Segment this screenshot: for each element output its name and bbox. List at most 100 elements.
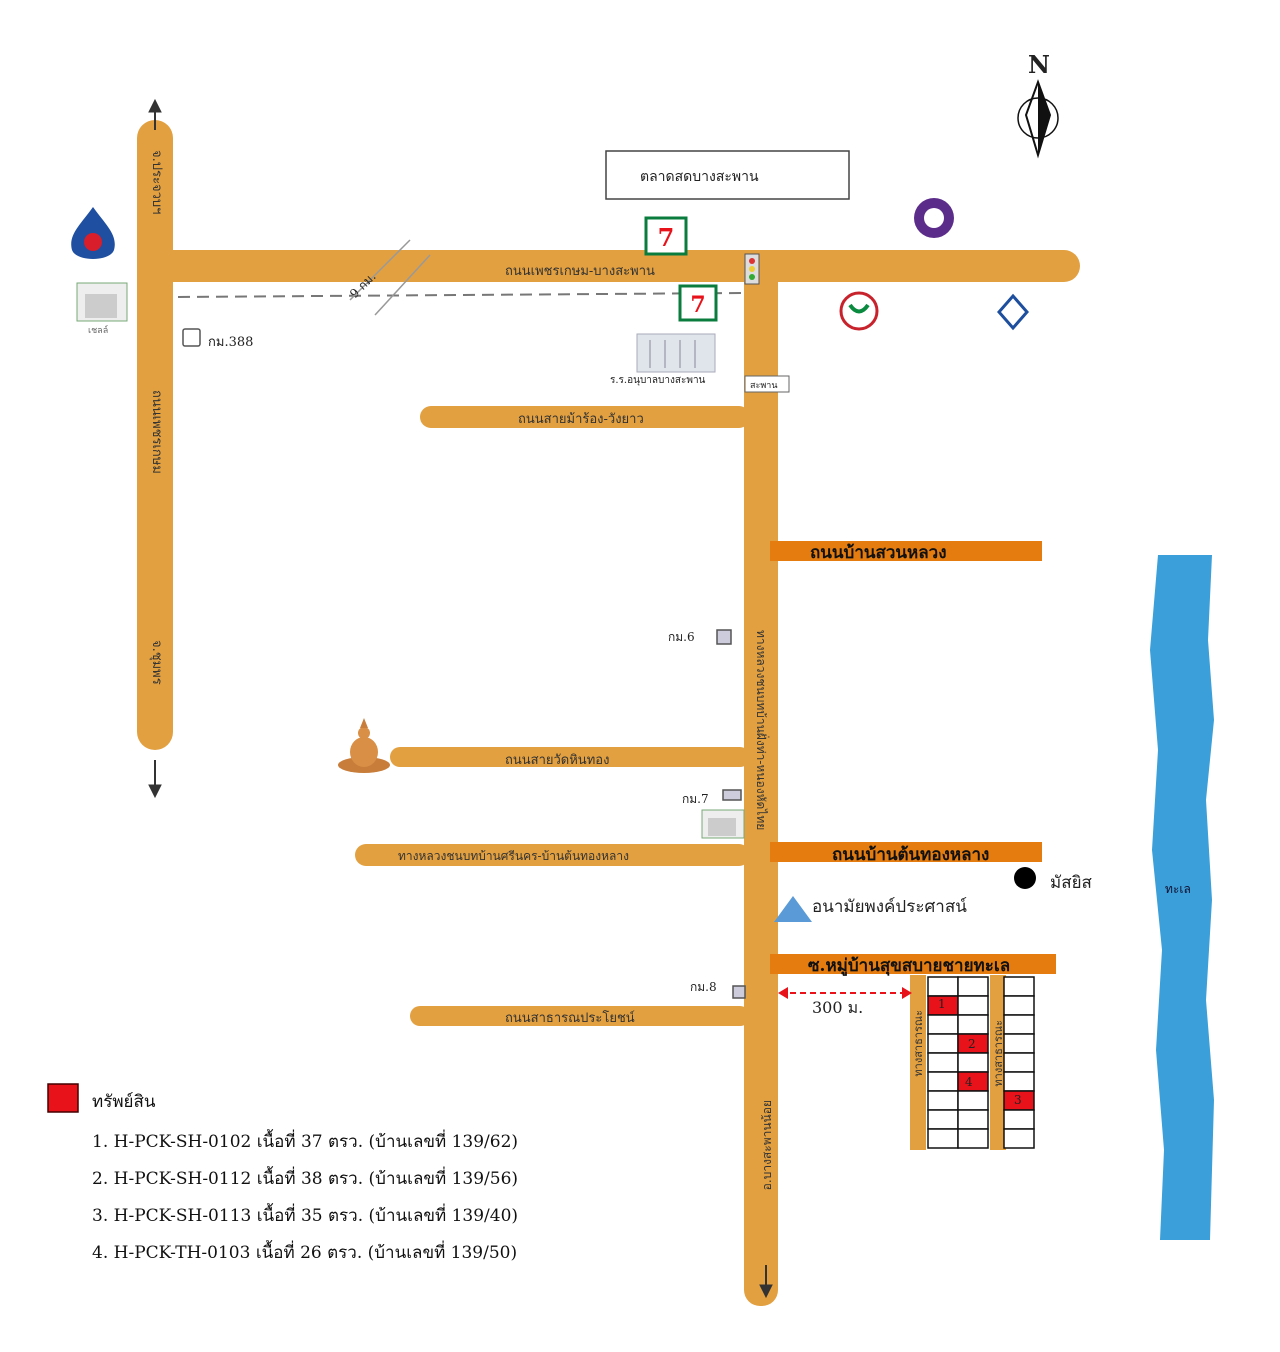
svg-text:7: 7 [690, 292, 705, 318]
distance-300m-label: 300 ม. [812, 998, 864, 1017]
road-public-benefit-label: ถนนสาธารณประโยชน์ [505, 1011, 635, 1026]
legend-asset-swatch [47, 1083, 79, 1113]
railway-line [177, 292, 745, 298]
plot [927, 1052, 959, 1073]
km-marker-icon [182, 328, 201, 347]
left-mid-label: ถนนเพชรเกษม [149, 390, 164, 474]
public-way-1-label: ทางสาธารณะ [912, 1010, 925, 1077]
plot [1003, 1033, 1035, 1054]
plot [1003, 1109, 1035, 1130]
sea-label: ทะเล [1165, 882, 1191, 896]
km-marker-icon [722, 789, 742, 801]
plot-2-label: 2 [968, 1037, 976, 1051]
road-wat-hinthong [390, 747, 750, 767]
arrow-icon [148, 98, 773, 1299]
buddha-temple-icon [338, 718, 390, 773]
gas-station-icon [701, 809, 745, 839]
road-public-benefit [410, 1006, 750, 1026]
road-tonthonglang-label: ถนนบ้านต้นทองหลาง [832, 845, 990, 865]
mosque-dot-icon [1014, 867, 1036, 889]
market-box [605, 150, 850, 200]
legend-item: 4. H-PCK-TH-0103 เนื้อที่ 26 ตรว. (บ้านเ… [92, 1243, 518, 1263]
scb-bank-icon [914, 198, 954, 238]
north-label: N [1028, 50, 1050, 79]
plot [1003, 1052, 1035, 1073]
public-way-2-label: ทางสาธารณะ [992, 1020, 1005, 1087]
krungthai-bank-icon [997, 293, 1029, 331]
km388-label: กม.388 [208, 335, 254, 350]
plot [927, 1033, 959, 1054]
plot-3-label: 3 [1014, 1093, 1022, 1107]
road-public-way-2 [990, 975, 1006, 1150]
clinic-triangle-icon [774, 896, 812, 922]
road-main-horizontal [137, 250, 1080, 282]
plot [1003, 976, 1035, 997]
north-arrow-icon [1017, 79, 1059, 159]
km7-label: กม.7 [682, 792, 709, 806]
km-marker-icon [732, 985, 746, 999]
plot [957, 1052, 989, 1073]
road-suanluang [770, 541, 1042, 561]
road-main-vertical-label: ทางหลวงชนบทบ้านฝั่งท่า-หนองหัดไทย [754, 630, 768, 831]
plot-1-label: 1 [938, 997, 946, 1011]
traffic-light-icon [744, 253, 760, 285]
mosque-label: มัสยิส [1050, 873, 1092, 893]
market-label: ตลาดสดบางสะพาน [640, 169, 759, 185]
plot [957, 1109, 989, 1130]
school-building-icon [636, 333, 716, 373]
km8-label: กม.8 [690, 980, 717, 994]
bridge-sign-box [744, 375, 790, 393]
road-public-way-1 [910, 975, 926, 1150]
left-bottom-label: จ.ชุมพร [149, 640, 164, 685]
ptt-logo-icon [71, 207, 115, 259]
school-label: ร.ร.อนุบาลบางสะพาน [610, 375, 706, 386]
plot [927, 1071, 959, 1092]
bottom-vertical-label: อ.บางสะพานน้อย [760, 1100, 774, 1191]
left-top-label: จ.ประจวบฯ [149, 150, 164, 215]
kbank-icon [839, 291, 879, 331]
asset-plot [957, 1071, 989, 1092]
legend-title: ทรัพย์สิน [92, 1092, 156, 1112]
svg-text:7: 7 [658, 223, 675, 252]
km6-label: กม.6 [668, 630, 695, 644]
plot [957, 976, 989, 997]
clinic-label: อนามัยพงค์ประศาสน์ [812, 897, 967, 917]
road-wat-hinthong-label: ถนนสายวัดหินทอง [505, 753, 610, 768]
plot [957, 995, 989, 1016]
plot [927, 976, 959, 997]
plot [957, 1128, 989, 1149]
plot [927, 1109, 959, 1130]
plot [927, 1090, 959, 1111]
legend-item: 1. H-PCK-SH-0102 เนื้อที่ 37 ตรว. (บ้านเ… [92, 1132, 519, 1152]
km-marker-icon [716, 629, 732, 645]
plot [927, 1128, 959, 1149]
road-saimaarong-label: ถนนสายม้าร้อง-วังยาว [518, 412, 644, 427]
legend-item: 2. H-PCK-SH-0112 เนื้อที่ 38 ตรว. (บ้านเ… [92, 1169, 519, 1189]
plot-grid [927, 976, 1035, 1149]
road-saimaarong [420, 406, 750, 428]
sea [1150, 555, 1214, 1240]
plot [1003, 1128, 1035, 1149]
road-main-horizontal-label: ถนนเพชรเกษม-บางสะพาน [505, 264, 655, 279]
road-village-label: ซ.หมู่บ้านสุขสบายชายทะเล [808, 956, 1011, 976]
road-srinakorn-label: ทางหลวงชนบทบ้านศรีนคร-บ้านต้นทองหลาง [398, 849, 629, 863]
plot [927, 1014, 959, 1035]
bridge-sign-label: สะพาน [750, 381, 778, 391]
plot [1003, 995, 1035, 1016]
plot [957, 1090, 989, 1111]
plot-4-label: 4 [965, 1075, 973, 1089]
plot [1003, 1014, 1035, 1035]
seven-eleven-icon [644, 216, 688, 256]
legend-item: 3. H-PCK-SH-0113 เนื้อที่ 35 ตรว. (บ้านเ… [92, 1206, 519, 1226]
gas-station-label: เชลล์ [88, 326, 109, 336]
road-srinakorn [355, 844, 750, 866]
seven-eleven-icon [678, 284, 718, 322]
road-village [770, 954, 1056, 974]
plot [957, 1014, 989, 1035]
plot [1003, 1071, 1035, 1092]
road-main-vertical [744, 258, 778, 1306]
gas-station-icon [76, 282, 128, 322]
road-tonthonglang [770, 842, 1042, 862]
